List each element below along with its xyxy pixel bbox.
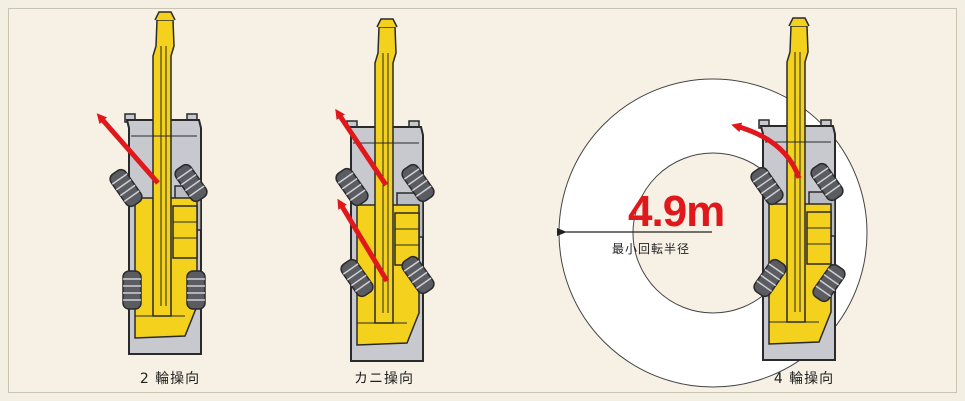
tire-rear-right <box>186 270 206 310</box>
direction-arrow-front <box>335 108 389 187</box>
direction-arrow <box>96 113 160 185</box>
turning-radius-label: 最小回転半径 <box>612 242 691 256</box>
crane-4wheel <box>731 17 849 361</box>
crane-crab <box>332 18 438 362</box>
direction-arrow <box>731 122 802 179</box>
caption-2wheel-steering: 2 輪操向 <box>139 371 201 387</box>
caption-4wheel-steering: 4 輪操向 <box>773 371 835 387</box>
caption-crab-steering: カニ操向 <box>354 371 414 387</box>
turning-radius-value: 4.9m <box>628 187 725 236</box>
direction-arrow-rear <box>337 198 390 283</box>
crane-2wheel <box>96 11 211 355</box>
tire-rear-left <box>122 270 142 310</box>
